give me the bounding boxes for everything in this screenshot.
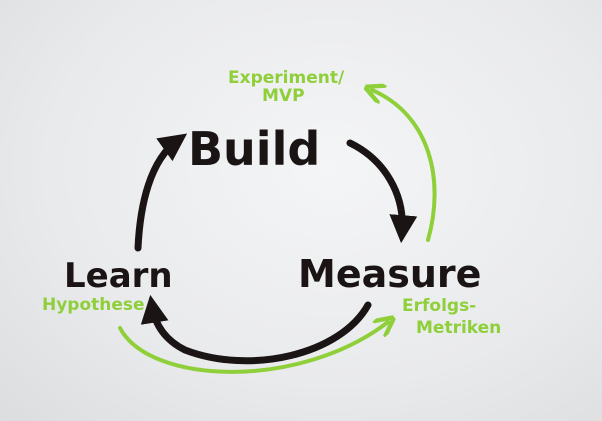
arrow-build-to-measure xyxy=(346,139,418,244)
mvp-label: MVP xyxy=(262,86,305,106)
arrow-learn-to-build xyxy=(134,133,188,252)
metrics-label-line1: Erfolgs- xyxy=(402,296,476,316)
metrics-label-line2: Metriken xyxy=(416,318,501,338)
learn-label: Learn xyxy=(64,256,173,296)
experiment-label: Experiment/ xyxy=(228,68,345,88)
arrow-measure-to-learn xyxy=(140,294,372,365)
hypothesis-label: Hypothese xyxy=(42,295,145,315)
arrow-measure-to-experiment xyxy=(372,90,437,242)
arrow-hypothesis-to-metrics xyxy=(118,322,388,374)
build-label: Build xyxy=(188,122,320,176)
measure-label: Measure xyxy=(298,252,481,296)
